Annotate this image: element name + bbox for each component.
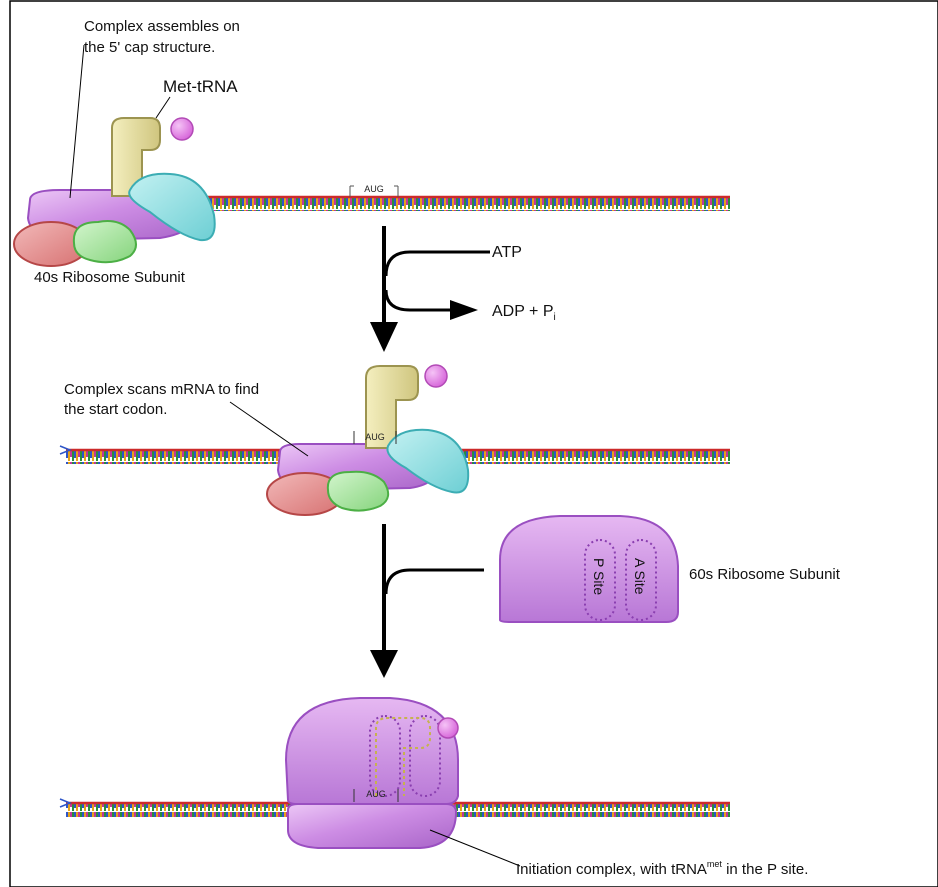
60s-subunit-label: 60s Ribosome Subunit xyxy=(689,566,841,583)
cap-note-line2: the 5' cap structure. xyxy=(84,39,215,56)
a-site-label: A Site xyxy=(632,558,648,595)
atp-label: ATP xyxy=(492,244,522,261)
scan-note-line2: the start codon. xyxy=(64,401,167,418)
methionine-icon xyxy=(170,117,194,141)
green-initiation-factor-1 xyxy=(72,220,137,264)
aug-marker-3: AUG xyxy=(353,789,399,802)
initiation-label: Initiation complex, with tRNAmet in the … xyxy=(516,859,808,878)
aug-label-3: AUG xyxy=(366,789,386,799)
cap-note-line1: Complex assembles on xyxy=(84,18,240,35)
adp-pi-subscript: i xyxy=(554,312,556,323)
arrow-2-subunit-joining xyxy=(370,524,484,678)
initiation-sup: met xyxy=(707,859,723,869)
green-initiation-factor-2 xyxy=(326,470,390,512)
p-site-outline xyxy=(584,539,616,621)
initiation-pointer xyxy=(429,829,521,867)
cyan-initiation-factor-2 xyxy=(386,428,470,494)
cap-note-pointer xyxy=(69,44,85,199)
met-trna-shape-1 xyxy=(111,117,161,197)
aug-marker-2: AUG xyxy=(353,431,397,444)
cyan-initiation-factor-1 xyxy=(128,172,216,242)
methionine-icon-2 xyxy=(424,364,448,388)
stage-2-scanning: AUG Complex scans mRNA to find the start… xyxy=(59,364,730,516)
trna-in-p-site-outline xyxy=(375,717,431,796)
60s-subunit-standalone: P Site A Site 60s Ribosome Subunit xyxy=(499,515,841,623)
adp-label: ADP + Pi xyxy=(492,303,556,323)
60s-subunit-shape xyxy=(499,515,679,623)
met-trna-pointer xyxy=(155,96,171,119)
diagram-border xyxy=(9,0,938,887)
scan-note-pointer xyxy=(229,401,309,457)
40s-subunit-label: 40s Ribosome Subunit xyxy=(34,269,186,286)
aug-marker-1: AUG xyxy=(349,184,399,197)
p-site-outline-bound xyxy=(369,715,401,797)
p-site-label: P Site xyxy=(591,558,607,595)
mrna-strand-1 xyxy=(150,195,730,211)
arrow-1-energy-step: ATP ADP + Pi xyxy=(370,226,556,352)
stage-1-assembly: AUG Complex assembles on the 5' cap stru… xyxy=(13,18,730,286)
stage-3-initiation-complex: AUG Initiation complex, with tRNAmet in … xyxy=(59,697,808,878)
scan-note-line1: Complex scans mRNA to find xyxy=(64,381,259,398)
met-trna-label: Met-tRNA xyxy=(163,77,238,96)
met-trna-shape-2 xyxy=(365,365,419,449)
a-site-outline-bound xyxy=(409,715,441,797)
aug-label-2: AUG xyxy=(365,432,385,442)
40s-subunit-bound xyxy=(287,803,458,849)
methionine-icon-3 xyxy=(437,717,459,739)
a-site-outline xyxy=(625,539,657,621)
aug-label-1: AUG xyxy=(364,184,384,194)
